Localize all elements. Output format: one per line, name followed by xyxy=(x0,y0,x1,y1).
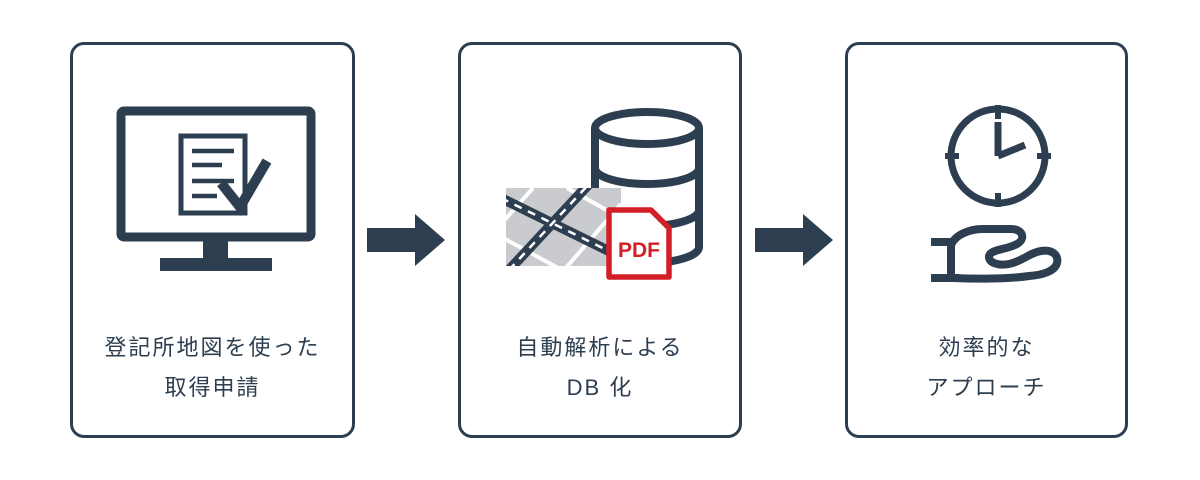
step-caption: 登記所地図を使った 取得申請 xyxy=(73,328,352,408)
step-caption-line2: アプローチ xyxy=(926,375,1047,400)
map-pdf-database-icon: PDF xyxy=(506,108,703,280)
monitor-checklist-icon xyxy=(116,106,316,271)
flow-arrow-icon xyxy=(367,214,445,266)
map-icon xyxy=(506,188,621,266)
clock-in-hand-icon xyxy=(931,105,1062,283)
pdf-file-icon: PDF xyxy=(606,207,672,280)
flow-arrow-icon xyxy=(755,214,833,266)
clock-icon xyxy=(945,105,1051,207)
open-hand-icon xyxy=(931,225,1062,283)
step-caption-line2: 取得申請 xyxy=(164,375,261,400)
pdf-label: PDF xyxy=(618,239,660,262)
step-caption-line1: 登記所地図を使った xyxy=(104,335,321,360)
step-caption-line2: DB 化 xyxy=(566,375,634,400)
step-card-approach: 効率的な アプローチ xyxy=(845,42,1128,438)
checkmark-icon xyxy=(217,158,272,216)
step-caption-line1: 効率的な xyxy=(938,335,1035,360)
step-card-db-conversion: PDF 自動解析による DB 化 xyxy=(458,42,742,438)
step-caption-line1: 自動解析による xyxy=(516,335,684,360)
document-icon xyxy=(178,133,248,216)
step-caption: 効率的な アプローチ xyxy=(848,328,1125,408)
step-card-registration: 登記所地図を使った 取得申請 xyxy=(70,42,355,438)
step-caption: 自動解析による DB 化 xyxy=(461,328,739,408)
